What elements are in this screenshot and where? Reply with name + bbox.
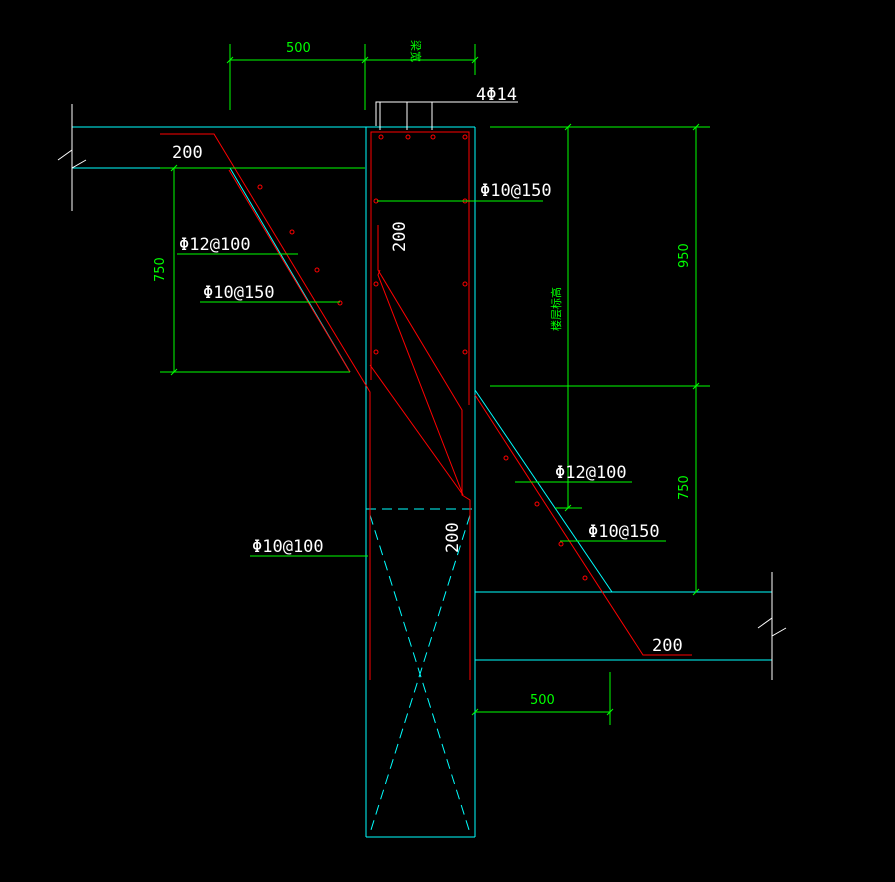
bottom-width-dim: 500 — [530, 693, 555, 708]
lower-rebar-main-label: Φ12@100 — [555, 463, 627, 483]
column-cover-upper-label: 200 — [390, 221, 410, 252]
upper-rebar-main-label: Φ12@100 — [179, 235, 251, 255]
right-break-symbol — [757, 572, 787, 680]
rebar-dots — [257, 134, 588, 581]
right-upper-height-dim: 950 — [677, 243, 692, 268]
dimension-labels: 500 梁宽 750 950 750 楼层标高 500 — [153, 40, 692, 708]
upper-thickness-label: 200 — [172, 143, 203, 163]
stirrup-lower-label: Φ10@100 — [252, 537, 324, 557]
right-lower-height-dim: 750 — [677, 475, 692, 500]
leader-lines — [375, 101, 518, 130]
lower-rebar-dist-label: Φ10@150 — [588, 522, 660, 542]
rebar-labels: 4Φ14 Φ10@150 200 Φ12@100 Φ10@150 200 200… — [172, 85, 683, 656]
label-underlines — [177, 167, 666, 557]
top-left-width-dim: 500 — [286, 41, 311, 56]
left-height-dim: 750 — [153, 257, 168, 282]
lower-thickness-label: 200 — [652, 636, 683, 656]
stirrup-upper-label: Φ10@150 — [480, 181, 552, 201]
right-vertical-note-dim: 楼层标高 — [549, 287, 563, 331]
concrete-outline — [72, 126, 772, 838]
rebar-lines — [160, 131, 692, 680]
dimension-lines — [160, 44, 710, 725]
top-bars-label: 4Φ14 — [476, 85, 517, 105]
top-beam-width-dim: 梁宽 — [409, 40, 423, 62]
left-break-symbol — [57, 104, 87, 211]
column-cover-lower-label: 200 — [443, 522, 463, 553]
upper-rebar-dist-label: Φ10@150 — [203, 283, 275, 303]
